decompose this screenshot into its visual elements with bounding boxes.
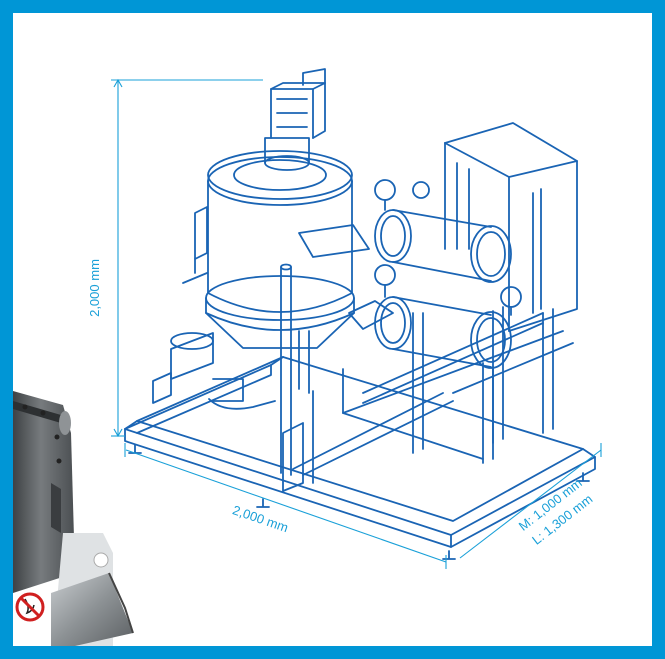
tank-vessel [205,150,355,349]
dimension-lines [111,78,602,569]
heat-exchanger-lower [348,296,512,369]
feet [128,444,590,560]
equipment-drawing: 2,000 mm 2,000 mm M: 1,000 mm L: 1,300 m… [13,68,602,646]
skid-line-art [124,68,596,560]
drawing-panel: 2,000 mm 2,000 mm M: 1,000 mm L: 1,300 m… [13,13,652,646]
pressure-gauges [374,179,522,316]
tank-bracket [182,206,208,284]
pump [152,332,276,410]
control-cabinet [444,122,578,332]
no-open-flame-warning-icon [15,592,45,622]
agitator-motor [264,68,326,171]
photo-inset [13,391,134,646]
heat-exchanger-upper [298,209,512,283]
cross-rails [342,312,574,414]
height-dimension-label: 2,000 mm [87,259,102,317]
